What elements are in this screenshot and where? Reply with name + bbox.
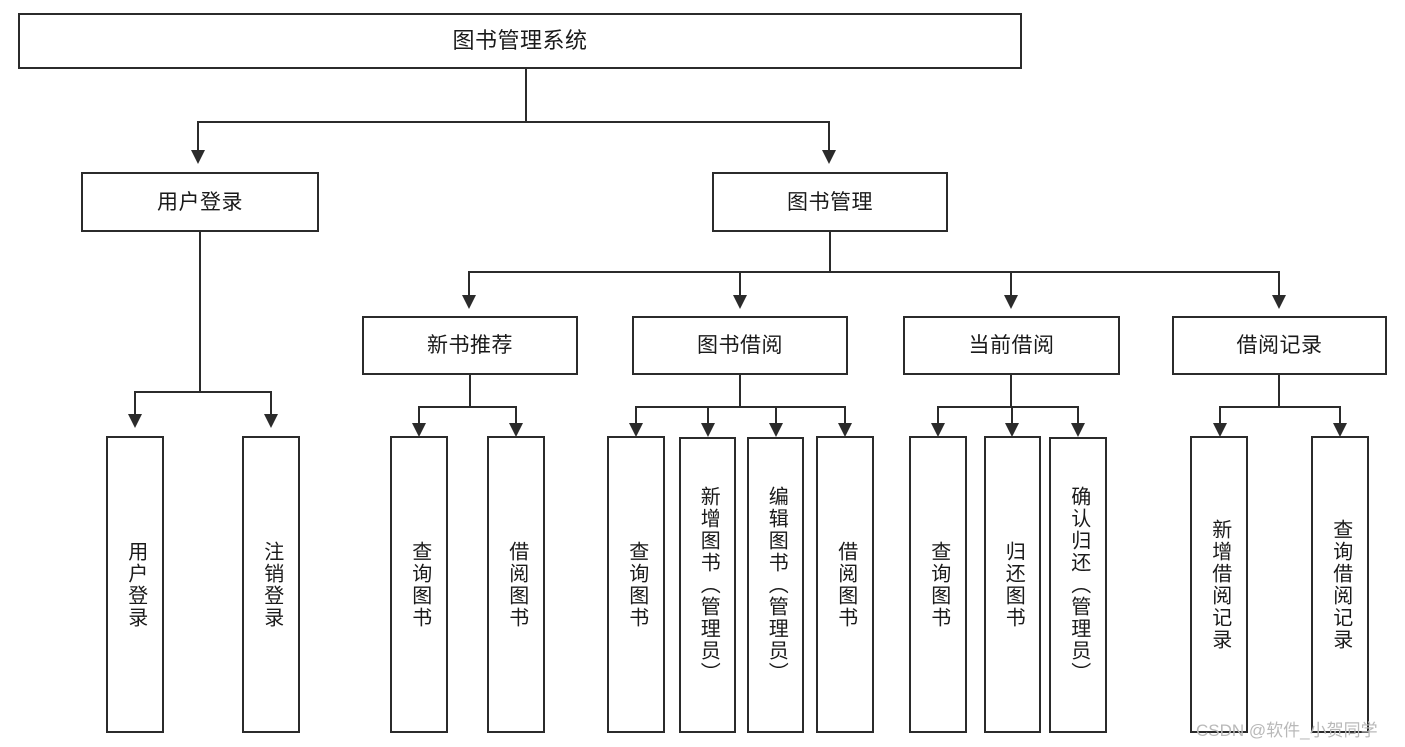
connector-br-bus [1219, 406, 1341, 408]
leaf-cb-query-book[interactable]: 查询图书 [909, 436, 967, 733]
leaf-label: 新增图书（管理员） [697, 486, 720, 684]
connector-bb-drop-2 [707, 406, 709, 425]
arrowhead-book-mgmt [822, 150, 836, 164]
connector-user-login-stem [199, 232, 201, 392]
connector-root-stem [525, 69, 527, 122]
arrowhead-leaf-user-login [128, 414, 142, 428]
arrowhead-new-books [462, 295, 476, 309]
leaf-label: 借阅图书 [505, 540, 528, 629]
leaf-label: 查询图书 [625, 540, 648, 629]
arrowhead-br-query [1333, 423, 1347, 437]
connector-cb-drop-2 [1011, 406, 1013, 425]
connector-br-drop-2 [1339, 406, 1341, 425]
node-borrow-records[interactable]: 借阅记录 [1172, 316, 1387, 375]
connector-root-bus [197, 121, 830, 123]
connector-nbr-drop-2 [515, 406, 517, 425]
arrowhead-user-login [191, 150, 205, 164]
connector-br-drop-1 [1219, 406, 1221, 425]
connector-book-mgmt-stem [829, 232, 831, 272]
connector-cb-stem [1010, 375, 1012, 407]
arrowhead-leaf-logout [264, 414, 278, 428]
connector-bb-drop-3 [775, 406, 777, 425]
leaf-logout[interactable]: 注销登录 [242, 436, 300, 733]
leaf-label: 用户登录 [124, 540, 147, 629]
arrowhead-cb-query [931, 423, 945, 437]
connector-bm-drop-new-books [468, 271, 470, 296]
node-current-borrowing[interactable]: 当前借阅 [903, 316, 1120, 375]
leaf-label: 查询图书 [408, 540, 431, 629]
arrowhead-bb-borrow [838, 423, 852, 437]
connector-book-mgmt-bus [468, 271, 1280, 273]
connector-bm-drop-records [1278, 271, 1280, 296]
arrowhead-nbr-borrow [509, 423, 523, 437]
arrowhead-br-add [1213, 423, 1227, 437]
leaf-br-query-record[interactable]: 查询借阅记录 [1311, 436, 1369, 733]
connector-bb-drop-1 [635, 406, 637, 425]
connector-bb-bus [635, 406, 846, 408]
connector-bm-drop-borrow [739, 271, 741, 296]
node-label: 图书借阅 [697, 334, 783, 357]
arrowhead-records [1272, 295, 1286, 309]
leaf-bb-query-book[interactable]: 查询图书 [607, 436, 665, 733]
arrowhead-current [1004, 295, 1018, 309]
node-user-login[interactable]: 用户登录 [81, 172, 319, 232]
leaf-nbr-borrow-book[interactable]: 借阅图书 [487, 436, 545, 733]
leaf-label: 借阅图书 [834, 540, 857, 629]
connector-root-to-user-login [197, 121, 199, 151]
connector-cb-bus [937, 406, 1079, 408]
node-new-book-recommend[interactable]: 新书推荐 [362, 316, 578, 375]
connector-user-login-drop-1 [134, 391, 136, 415]
leaf-label: 查询借阅记录 [1329, 518, 1352, 651]
node-label: 借阅记录 [1236, 334, 1323, 357]
node-label: 图书管理系统 [452, 28, 588, 53]
arrowhead-cb-confirm [1071, 423, 1085, 437]
arrowhead-bb-query [629, 423, 643, 437]
connector-nbr-stem [469, 375, 471, 407]
connector-cb-drop-3 [1077, 406, 1079, 425]
leaf-cb-confirm-return-admin[interactable]: 确认归还（管理员） [1049, 437, 1107, 733]
leaf-label: 查询图书 [927, 540, 950, 629]
connector-bb-stem [739, 375, 741, 407]
arrowhead-bb-add [701, 423, 715, 437]
node-book-management[interactable]: 图书管理 [712, 172, 948, 232]
leaf-label: 编辑图书（管理员） [765, 486, 788, 684]
leaf-label: 注销登录 [260, 540, 283, 629]
leaf-label: 确认归还（管理员） [1067, 486, 1090, 684]
node-label: 当前借阅 [968, 334, 1055, 357]
connector-br-stem [1278, 375, 1280, 407]
node-root-library-system[interactable]: 图书管理系统 [18, 13, 1022, 69]
leaf-label: 归还图书 [1002, 540, 1025, 629]
node-label: 用户登录 [157, 190, 243, 214]
connector-user-login-drop-2 [270, 391, 272, 415]
arrowhead-cb-return [1005, 423, 1019, 437]
arrowhead-nbr-query [412, 423, 426, 437]
connector-user-login-bus [134, 391, 272, 393]
node-book-borrowing[interactable]: 图书借阅 [632, 316, 848, 375]
leaf-cb-return-book[interactable]: 归还图书 [984, 436, 1041, 733]
leaf-bb-edit-book-admin[interactable]: 编辑图书（管理员） [747, 437, 804, 733]
leaf-br-add-record[interactable]: 新增借阅记录 [1190, 436, 1248, 733]
connector-bb-drop-4 [844, 406, 846, 425]
arrowhead-bb-edit [769, 423, 783, 437]
leaf-user-login[interactable]: 用户登录 [106, 436, 164, 733]
connector-root-to-book-mgmt [828, 121, 830, 151]
connector-bm-drop-current [1010, 271, 1012, 296]
leaf-nbr-query-book[interactable]: 查询图书 [390, 436, 448, 733]
leaf-bb-borrow-book[interactable]: 借阅图书 [816, 436, 874, 733]
connector-nbr-drop-1 [418, 406, 420, 425]
node-label: 图书管理 [787, 190, 873, 214]
connector-cb-drop-1 [937, 406, 939, 425]
leaf-bb-add-book-admin[interactable]: 新增图书（管理员） [679, 437, 736, 733]
connector-nbr-bus [418, 406, 517, 408]
node-label: 新书推荐 [427, 334, 513, 357]
leaf-label: 新增借阅记录 [1208, 518, 1231, 651]
arrowhead-borrow [733, 295, 747, 309]
